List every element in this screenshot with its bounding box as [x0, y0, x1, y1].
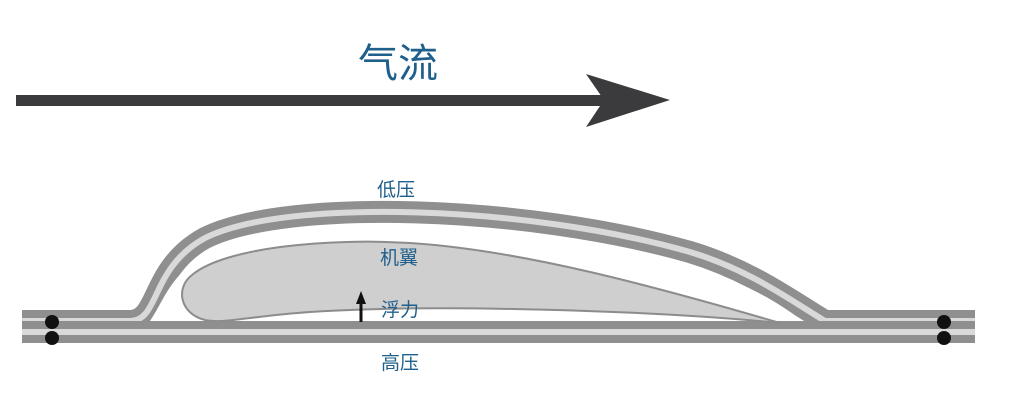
left-end-dots	[45, 315, 59, 345]
upper-streamline	[22, 200, 975, 332]
right-end-dots	[937, 315, 951, 345]
airflow-arrow-head	[586, 74, 670, 127]
low-pressure-label: 低压	[377, 179, 415, 201]
left-top-dot	[45, 315, 59, 329]
lower-streamline-inner	[22, 329, 975, 335]
lift-arrow-head	[356, 291, 366, 304]
lift-arrow-shaft	[359, 302, 363, 322]
right-top-dot	[937, 315, 951, 329]
lift-label: 浮力	[381, 299, 419, 321]
airflow-label: 气流	[358, 41, 438, 87]
lift-arrow	[356, 291, 366, 322]
airflow-arrow-shaft	[16, 95, 616, 106]
left-bottom-dot	[45, 331, 59, 345]
high-pressure-label: 高压	[381, 352, 419, 374]
lower-streamline	[22, 321, 975, 343]
wing-label: 机翼	[380, 247, 418, 269]
wing-shape	[181, 240, 781, 324]
right-bottom-dot	[937, 331, 951, 345]
airflow-arrow	[16, 74, 670, 127]
upper-streamline-inner	[22, 208, 975, 324]
